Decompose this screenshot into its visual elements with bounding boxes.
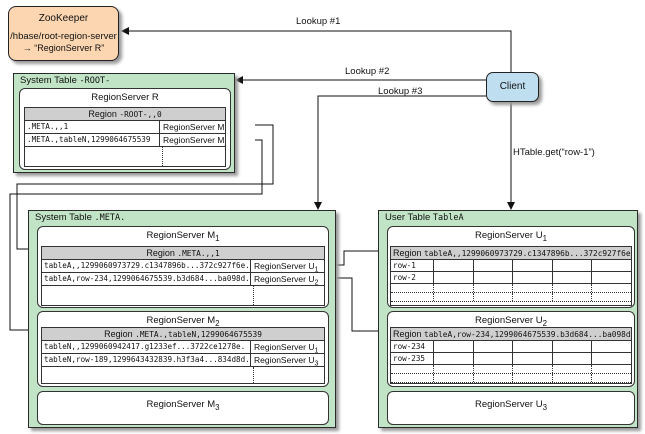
- root-region-header: Region -ROOT-,,0: [25, 108, 225, 121]
- empty-row: [391, 374, 631, 383]
- regionserver-u1: RegionServer U1 Region tableA,,129906097…: [387, 226, 635, 308]
- client-box: Client: [486, 72, 539, 102]
- meta-m2-region-header: Region .META.,tableN,1299064675539: [42, 328, 324, 341]
- empty-row: [391, 293, 631, 302]
- regionserver-m2: RegionServer M2 Region .META.,tableN,129…: [37, 311, 329, 387]
- table-row: row-2: [391, 272, 631, 284]
- table-row: row-1: [391, 260, 631, 272]
- zookeeper-value: → “RegionServer R”: [22, 43, 105, 53]
- meta-table-name: .META.: [94, 213, 126, 223]
- table-row: tableA,row-234,1299064675539.b3d684...ba…: [42, 273, 324, 286]
- empty-row: [42, 367, 324, 383]
- lookup1-label: Lookup #1: [296, 16, 341, 27]
- lookup3-arrow: [314, 95, 486, 210]
- regionserver-u1-title: RegionServer U1: [475, 230, 547, 243]
- root-table-title: System Table -ROOT-: [20, 75, 111, 86]
- meta-system-table: System Table .META. RegionServer M1 Regi…: [28, 210, 336, 428]
- table-row: tableN,,1299060942417.g1233ef...3722ce12…: [42, 341, 324, 354]
- user-u2-region-table: Region tableA,row-234,1299064675539.b3d6…: [390, 327, 632, 384]
- table-row: .META.,tableN,1299064675539 RegionServer…: [25, 134, 225, 147]
- regionserver-m1: RegionServer M1 Region .META.,,1 tableA,…: [37, 226, 329, 308]
- user-u2-region-header: Region tableA,row-234,1299064675539.b3d6…: [391, 328, 631, 341]
- empty-row: [42, 286, 324, 305]
- table-row: row-235: [391, 353, 631, 365]
- meta-table-title: System Table .META.: [35, 212, 126, 223]
- regionserver-m2-title: RegionServer M2: [146, 315, 220, 328]
- regionserver-u2: RegionServer U2 Region tableA,row-234,12…: [387, 311, 635, 387]
- zookeeper-title: ZooKeeper: [38, 13, 89, 24]
- regionserver-r: RegionServer R Region -ROOT-,,0 .META.,,…: [19, 88, 231, 170]
- regionserver-m3-title: RegionServer M3: [146, 399, 220, 412]
- user-u1-region-table: Region tableA,,1299060973729.c1347896b..…: [390, 246, 632, 306]
- table-row: row-234: [391, 341, 631, 353]
- table-row: tableN,row-189,1299643432839.h3f3a4...83…: [42, 354, 324, 367]
- regionserver-u3-title: RegionServer U3: [475, 399, 547, 412]
- empty-row: [391, 365, 631, 374]
- table-row: .META.,,1 RegionServer M1: [25, 121, 225, 134]
- zookeeper-path: /hbase/root-region-server: [10, 31, 117, 42]
- root-system-table: System Table -ROOT- RegionServer R Regio…: [13, 73, 235, 173]
- user-table-name: TableA: [432, 213, 464, 223]
- user-table-tablea: User Table TableA RegionServer U1 Region…: [378, 210, 638, 428]
- regionserver-m3: RegionServer M3: [37, 391, 329, 425]
- zookeeper-box: ZooKeeper /hbase/root-region-server → “R…: [8, 6, 119, 61]
- empty-row: [25, 147, 225, 166]
- table-row: tableA,,1299060973729.c1347896b...372c92…: [42, 260, 324, 273]
- empty-row: [391, 284, 631, 293]
- lookup3-label: Lookup #3: [378, 86, 423, 97]
- user-table-title: User Table TableA: [385, 212, 464, 223]
- regionserver-u2-title: RegionServer U2: [475, 315, 547, 328]
- lookup1-arrow: [121, 27, 512, 72]
- root-region-table: Region -ROOT-,,0 .META.,,1 RegionServer …: [24, 107, 226, 167]
- regionserver-r-title: RegionServer R: [91, 92, 159, 103]
- user-u1-region-header: Region tableA,,1299060973729.c1347896b..…: [391, 247, 631, 260]
- regionserver-m1-title: RegionServer M1: [146, 230, 220, 243]
- get-label: HTable.get(“row-1”): [513, 147, 595, 158]
- meta-m1-region-header: Region .META.,,1: [42, 247, 324, 260]
- root-table-name: -ROOT-: [79, 76, 111, 86]
- meta-m1-region-table: Region .META.,,1 tableA,,1299060973729.c…: [41, 246, 325, 306]
- meta-m2-region-table: Region .META.,tableN,1299064675539 table…: [41, 327, 325, 384]
- lookup2-label: Lookup #2: [345, 66, 390, 77]
- regionserver-u3: RegionServer U3: [387, 391, 635, 425]
